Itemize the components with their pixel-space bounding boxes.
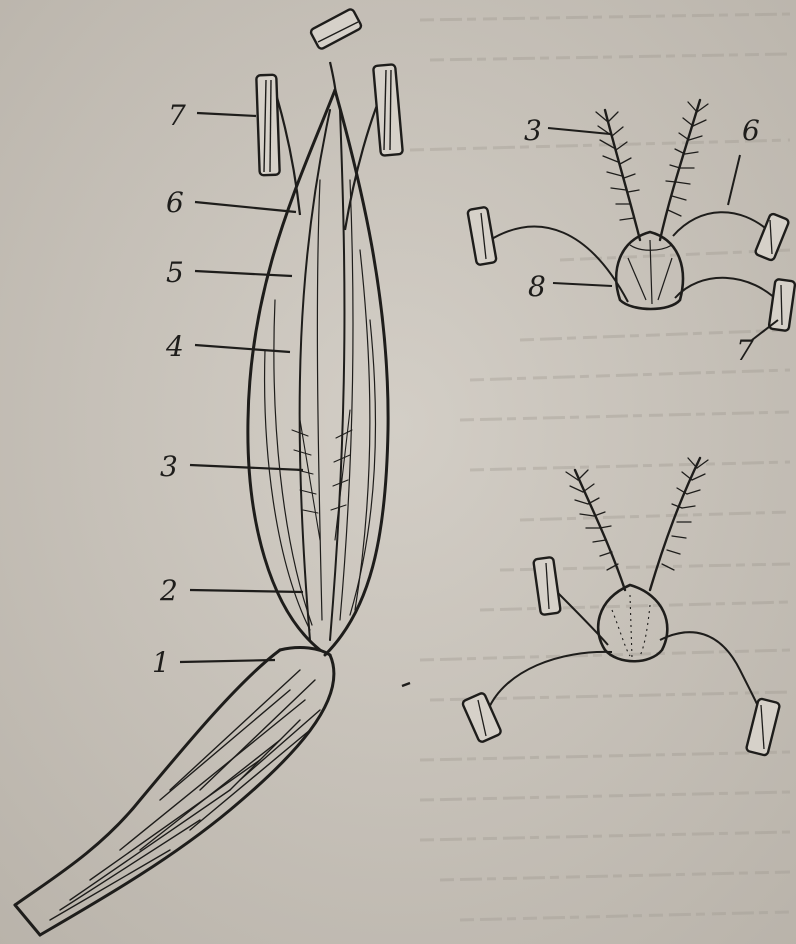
label-3-detail: 3 — [524, 114, 542, 147]
label-4-main: 4 — [165, 330, 184, 363]
label-7-detail: 7 — [736, 334, 754, 367]
label-6-main: 6 — [166, 186, 184, 219]
label-2-main: 2 — [159, 574, 178, 607]
label-6-detail: 6 — [742, 114, 760, 147]
label-7-main: 7 — [168, 99, 186, 132]
label-1-main: 1 — [152, 646, 170, 679]
label-5-main: 5 — [166, 256, 184, 289]
label-8-detail: 8 — [528, 270, 546, 303]
label-3-main: 3 — [160, 450, 178, 483]
